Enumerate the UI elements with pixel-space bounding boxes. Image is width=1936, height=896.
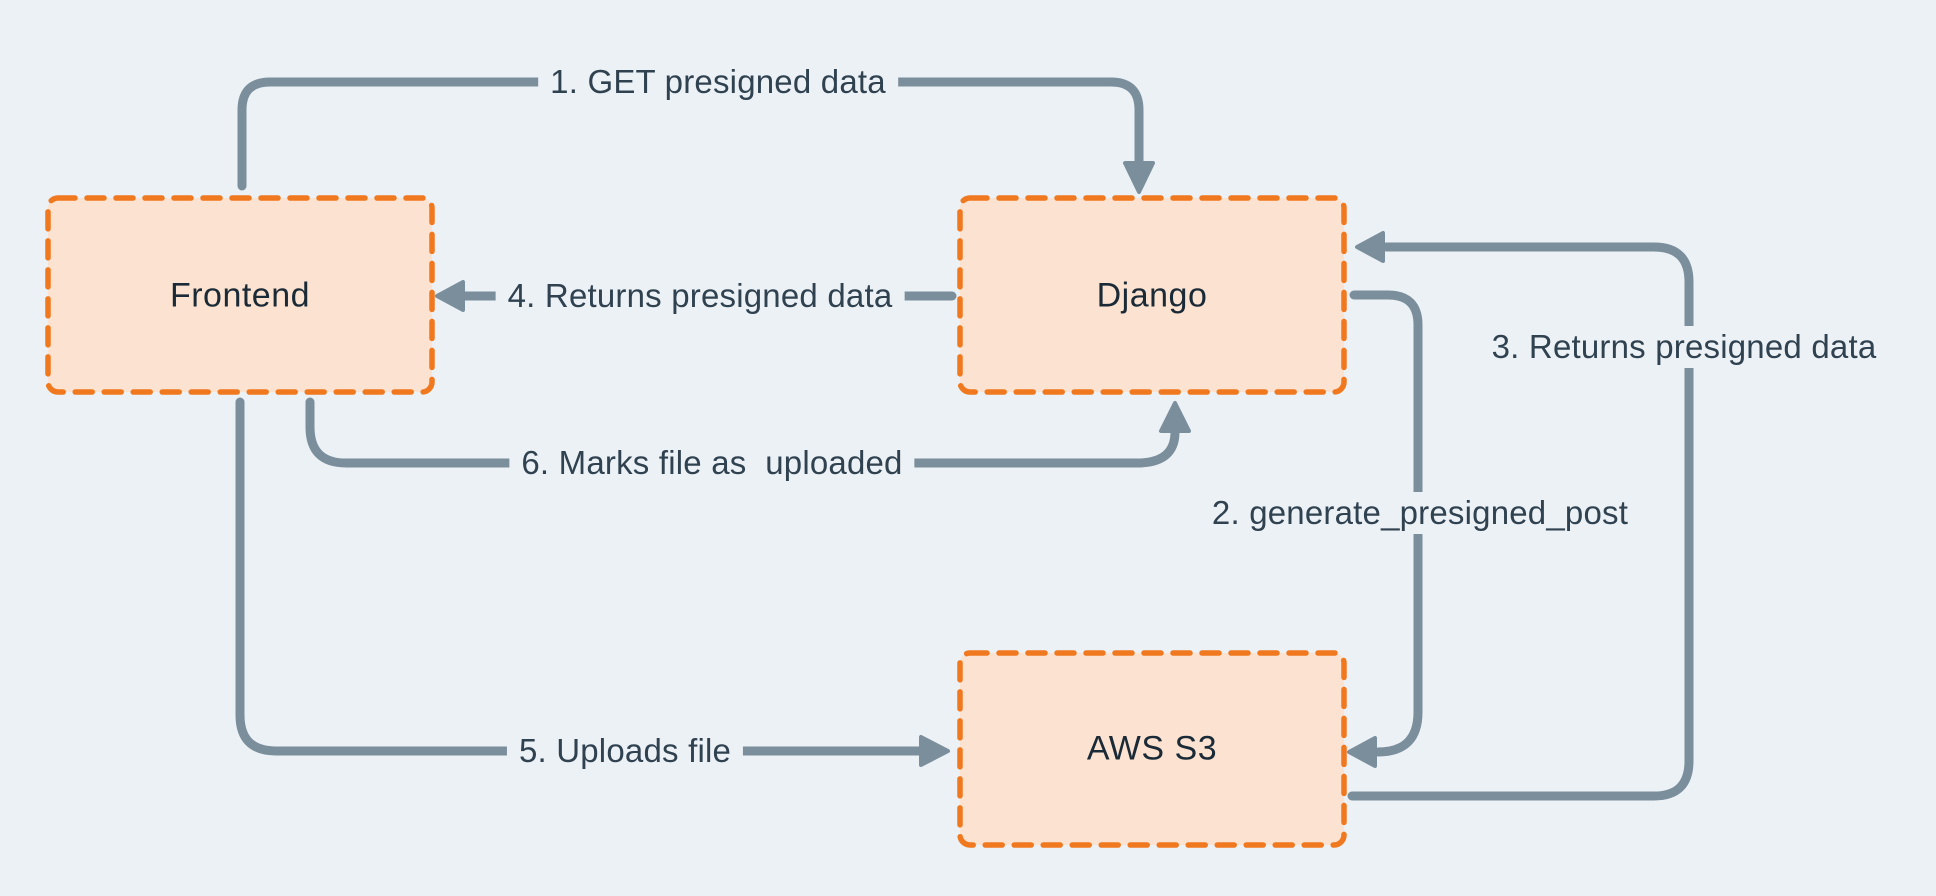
edge-4-label: 4. Returns presigned data <box>495 275 905 317</box>
node-django-box <box>957 195 1347 395</box>
edge-5-path <box>235 397 925 756</box>
edge-2-arrowhead <box>1347 736 1377 768</box>
node-aws-s3-box <box>957 650 1347 848</box>
edge-6-path <box>305 397 1180 468</box>
edge-1-label: 1. GET presigned data <box>538 61 898 103</box>
edge-2-label: 2. generate_presigned_post <box>1199 492 1641 534</box>
edge-6-arrowhead <box>1159 401 1191 433</box>
node-aws-s3-label: AWS S3 <box>1086 729 1218 768</box>
edge-5-label: 5. Uploads file <box>506 730 744 772</box>
edge-3-arrowhead <box>1355 231 1385 263</box>
node-frontend-box <box>45 195 435 395</box>
edge-1-arrowhead <box>1123 161 1155 194</box>
edge-4-arrowhead <box>435 280 465 312</box>
node-django-label: Django <box>1096 276 1208 315</box>
edge-6-label: 6. Marks file as uploaded <box>509 442 915 484</box>
edge-3-path <box>1347 242 1694 801</box>
edge-5-arrowhead <box>919 735 950 767</box>
edge-3-label: 3. Returns presigned data <box>1479 326 1889 368</box>
node-frontend-label: Frontend <box>169 276 311 315</box>
